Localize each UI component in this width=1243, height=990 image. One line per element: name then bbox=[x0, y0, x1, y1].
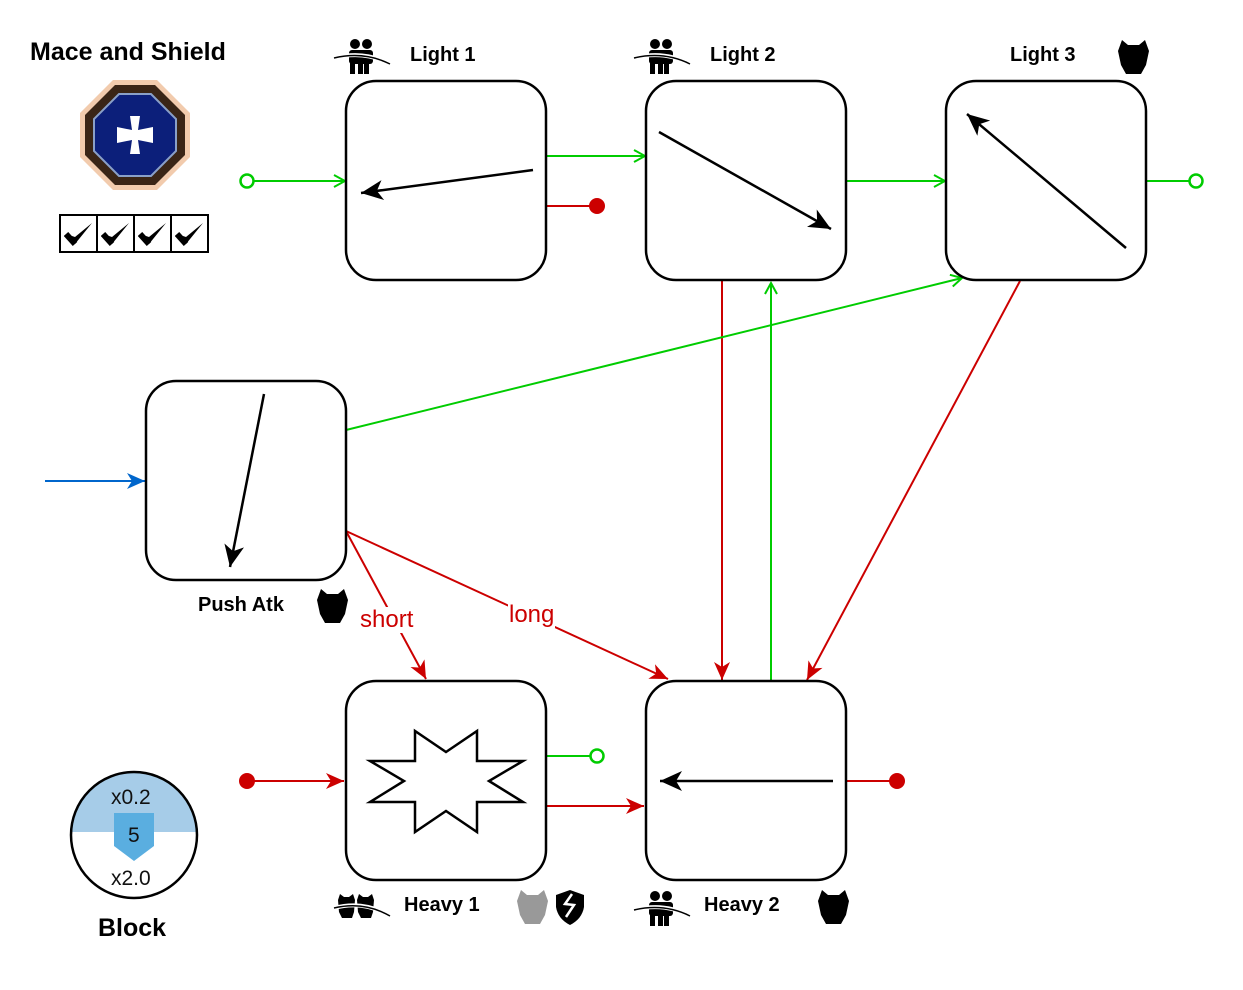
shield-break-icon bbox=[556, 890, 584, 925]
end-terminal-success bbox=[1188, 173, 1204, 189]
armor-icon bbox=[818, 890, 849, 924]
edge-label-short: short bbox=[359, 606, 415, 633]
direction-arrow bbox=[658, 130, 832, 231]
node-light2[interactable] bbox=[644, 79, 848, 282]
direction-arrow bbox=[966, 113, 1127, 249]
start-terminal bbox=[239, 173, 255, 189]
edge-push-heavy1-short bbox=[345, 530, 427, 680]
checkmark-box[interactable] bbox=[133, 214, 172, 253]
start-terminal-fail bbox=[239, 773, 255, 789]
dual-armor-sweep-icon bbox=[333, 894, 392, 918]
armor-grey-icon bbox=[517, 890, 548, 924]
node-label-light1: Light 1 bbox=[410, 44, 476, 66]
node-label-light3: Light 3 bbox=[1010, 44, 1076, 66]
node-label-heavy1: Heavy 1 bbox=[404, 894, 480, 916]
checkmark-box[interactable] bbox=[59, 214, 98, 253]
direction-arrow bbox=[224, 393, 266, 568]
check-icon bbox=[137, 222, 166, 246]
block-badge bbox=[114, 813, 154, 861]
armor-icon bbox=[1118, 40, 1149, 74]
checkmark-box[interactable] bbox=[96, 214, 135, 253]
direction-arrow bbox=[360, 168, 534, 200]
end-terminal-fail bbox=[589, 198, 605, 214]
block-label: Block bbox=[98, 914, 167, 942]
node-heavy1[interactable] bbox=[344, 679, 548, 882]
dual-figure-sweep-icon bbox=[633, 891, 691, 926]
edge-push-heavy2-long bbox=[345, 530, 669, 680]
node-light1[interactable] bbox=[344, 79, 548, 282]
edges bbox=[45, 156, 1204, 814]
edge-light3-heavy2 bbox=[806, 280, 1021, 681]
node-label-heavy2: Heavy 2 bbox=[704, 894, 780, 916]
dual-figure-sweep-icon bbox=[633, 39, 691, 74]
node-heavy2[interactable] bbox=[644, 679, 848, 882]
checkmark-row bbox=[59, 214, 209, 253]
block-gauge bbox=[69, 770, 199, 900]
edge-push-light3 bbox=[345, 278, 962, 431]
check-icon bbox=[63, 222, 92, 246]
mace-and-shield-cross-icon bbox=[80, 80, 190, 190]
armor-icon bbox=[317, 589, 348, 623]
check-icon bbox=[100, 222, 129, 246]
block-value: 5 bbox=[128, 824, 140, 847]
edge-label-long: long bbox=[508, 601, 556, 628]
checkmark-box[interactable] bbox=[170, 214, 209, 253]
node-push-attack[interactable] bbox=[144, 379, 348, 582]
page-title: Mace and Shield bbox=[30, 38, 226, 66]
dual-figure-sweep-icon bbox=[333, 39, 391, 74]
block-top-multiplier: x0.2 bbox=[111, 786, 151, 809]
block-bottom-multiplier: x2.0 bbox=[111, 867, 151, 890]
node-light3[interactable] bbox=[944, 79, 1148, 282]
burst-icon bbox=[365, 728, 528, 835]
end-terminal-fail bbox=[889, 773, 905, 789]
check-icon bbox=[174, 222, 203, 246]
node-label-light2: Light 2 bbox=[710, 44, 776, 66]
node-label-push-attack: Push Atk bbox=[198, 594, 284, 616]
end-terminal-success bbox=[589, 748, 605, 764]
